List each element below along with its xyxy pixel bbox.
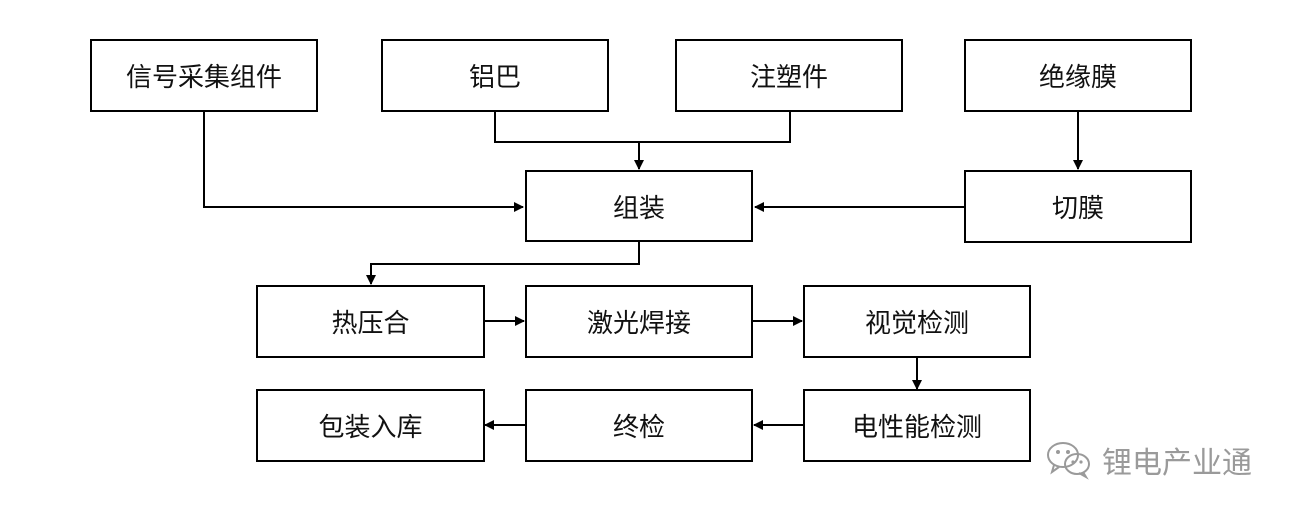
node-laser-weld: 激光焊接 — [525, 285, 753, 358]
arrow-signal-to-assembly — [203, 112, 524, 212]
node-vision-label: 视觉检测 — [864, 309, 969, 339]
node-cut-film-label: 切膜 — [1051, 194, 1104, 224]
node-plastic-label: 注塑件 — [749, 63, 828, 93]
node-insulation-label: 绝缘膜 — [1038, 63, 1117, 93]
node-signal-label: 信号采集组件 — [125, 63, 282, 93]
node-aluminum-label: 铝巴 — [468, 63, 521, 93]
node-cut-film: 切膜 — [964, 170, 1192, 243]
wechat-icon — [1047, 442, 1090, 480]
node-vision: 视觉检测 — [803, 285, 1031, 358]
node-assembly-label: 组装 — [612, 193, 665, 224]
node-insulation: 绝缘膜 — [964, 39, 1192, 112]
line-aluminum-merge — [494, 112, 791, 143]
node-signal: 信号采集组件 — [90, 39, 318, 112]
node-plastic: 注塑件 — [675, 39, 903, 112]
node-electrical: 电性能检测 — [803, 389, 1031, 462]
watermark-text: 锂电产业通 — [1102, 446, 1252, 481]
node-assembly: 组装 — [525, 170, 753, 242]
node-aluminum: 铝巴 — [381, 39, 609, 112]
node-hot-press-label: 热压合 — [331, 309, 410, 339]
node-final: 终检 — [525, 389, 753, 462]
node-final-label: 终检 — [612, 413, 665, 443]
node-laser-weld-label: 激光焊接 — [586, 309, 691, 339]
node-hot-press: 热压合 — [256, 285, 485, 358]
arrow-assembly-to-hotpress — [366, 242, 640, 285]
node-electrical-label: 电性能检测 — [851, 413, 982, 443]
watermark: 锂电产业通 — [1046, 438, 1252, 482]
node-pack: 包装入库 — [256, 389, 485, 462]
node-pack-label: 包装入库 — [318, 413, 423, 443]
